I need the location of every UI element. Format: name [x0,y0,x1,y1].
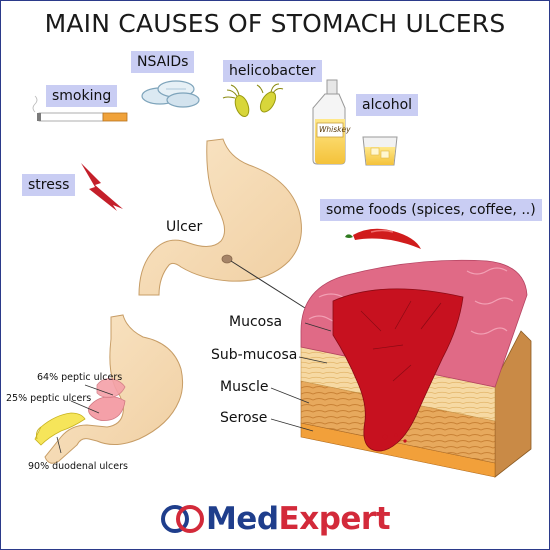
cause-tag-nsaids: NSAIDs [131,51,195,73]
brand-logo: MedExpert [1,501,549,537]
stat-label-25: 25% peptic ulcers [6,393,92,404]
brand-rings-icon [160,505,204,533]
whiskey-bottle-icon [312,79,346,165]
bottle-label: Whiskey [319,125,351,134]
lightning-icon [81,163,123,211]
brand-name-part1: Med [205,501,279,537]
cause-tag-stress: stress [22,174,76,196]
cause-tag-smoking: smoking [46,85,118,107]
serose-pointer [270,418,314,432]
page-title: MAIN CAUSES OF STOMACH ULCERS [44,9,506,38]
cause-tag-helicobacter: helicobacter [223,60,322,82]
layer-label-serose: Serose [220,410,268,426]
bacteria-icon [222,83,284,118]
chili-pepper-icon [345,228,421,249]
tissue-block [300,259,532,478]
stat-label-90: 90% duodenal ulcers [28,461,128,472]
ulcer-pointer-line [230,260,306,309]
stomach-upper [138,138,302,296]
cause-tag-alcohol: alcohol [356,94,419,116]
stat-label-64: 64% peptic ulcers [37,372,123,383]
mucosa-pointer [304,322,332,332]
stat-pointer-2 [70,400,100,414]
brand-name-part2: Expert [278,501,391,537]
whiskey-glass-icon [362,136,398,166]
submucosa-pointer [298,356,328,364]
ulcer-label: Ulcer [166,219,203,235]
stat-pointer-3 [56,436,62,454]
layer-label-mucosa: Mucosa [229,314,283,330]
muscle-pointer [270,387,310,404]
stat-pointer-1 [84,384,114,396]
layer-label-submucosa: Sub-mucosa [211,347,298,363]
layer-label-muscle: Muscle [220,379,269,395]
pills-icon [141,80,200,108]
cigarette-icon [32,95,128,122]
cause-tag-foods: some foods (spices, coffee, ..) [320,199,542,221]
stomach-lower [34,314,184,464]
